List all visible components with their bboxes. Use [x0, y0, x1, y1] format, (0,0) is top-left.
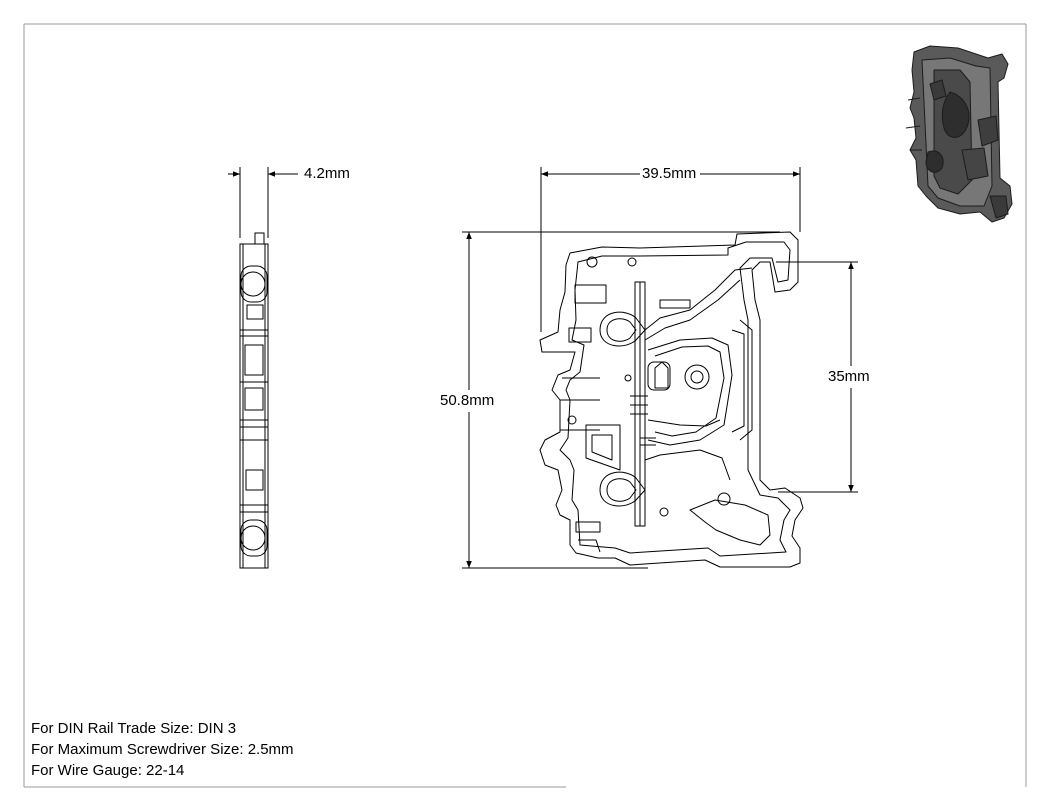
note-wire-gauge: For Wire Gauge: 22-14: [31, 762, 185, 779]
dimension-width: [540, 167, 801, 332]
side-view: [239, 232, 269, 569]
dimension-label-thickness: 4.2mm: [304, 165, 350, 182]
note-screwdriver-size: For Maximum Screwdriver Size: 2.5mm: [31, 741, 294, 758]
dimension-label-width: 39.5mm: [642, 165, 697, 182]
dimension-thickness: [228, 167, 298, 238]
spec-notes: For DIN Rail Trade Size: DIN 3 For Maxim…: [31, 718, 294, 781]
front-view: [539, 231, 804, 568]
dimension-label-height: 50.8mm: [440, 392, 495, 409]
dimension-height: [462, 231, 780, 569]
iso-view: [905, 45, 1013, 223]
dimension-rail-span: [776, 261, 858, 493]
dimension-label-rail-span: 35mm: [828, 368, 870, 385]
note-din-rail-size: For DIN Rail Trade Size: DIN 3: [31, 720, 237, 737]
sheet-frame: [23, 23, 1027, 788]
